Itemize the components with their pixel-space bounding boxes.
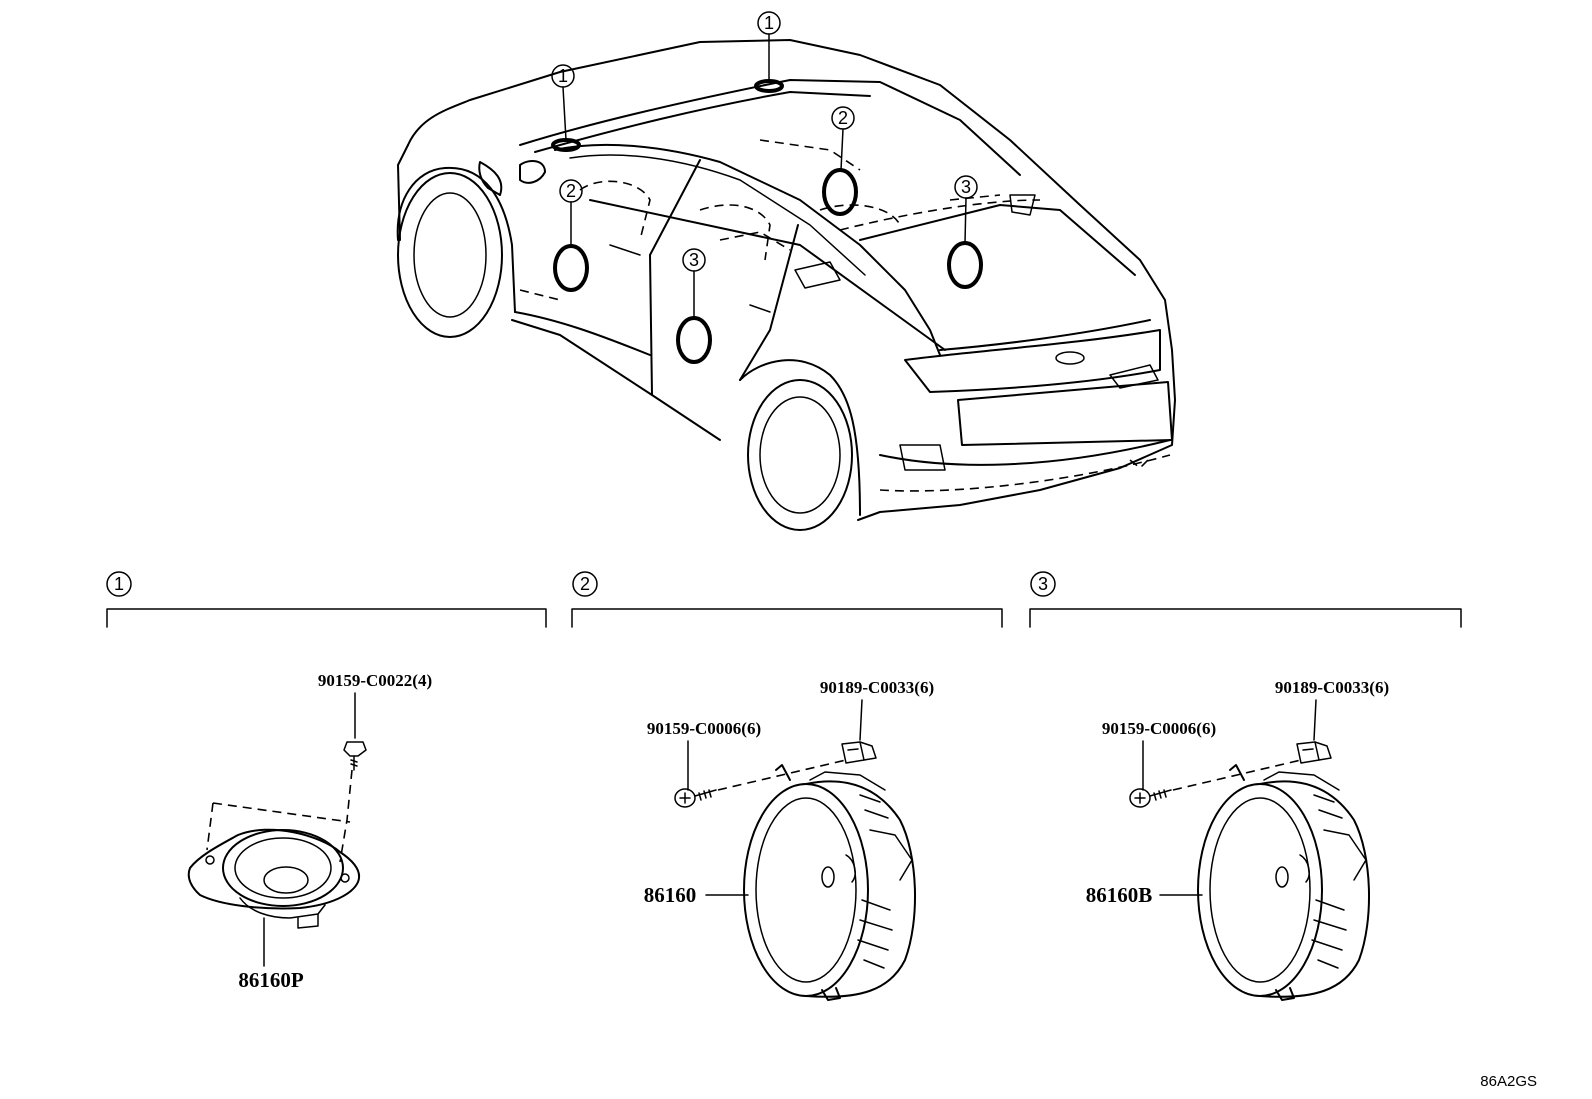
vehicle-callouts: 1 1 2 2 3 3 [551, 11, 978, 319]
callout-2-right-label: 2 [838, 108, 848, 128]
group-1-part-label: 86160P [238, 968, 304, 992]
group-2-fastener-a-label: 90159-C0006(6) [647, 719, 761, 738]
rear-door-speaker-right-marker [947, 241, 983, 289]
rear-door-speaker-86160B [1197, 764, 1371, 1001]
callout-1-left [551, 64, 575, 88]
group-2-marker [572, 571, 598, 597]
group-1-marker [106, 571, 132, 597]
tweeter-screw [343, 741, 367, 771]
group-2-speaker: 2 90189-C0033(6) 90159-C0006(6) [571, 571, 1003, 1001]
callout-1-left-label: 1 [558, 66, 568, 86]
diagram-code: 86A2GS [1480, 1073, 1537, 1090]
callout-3-left [682, 248, 706, 272]
vehicle-illustration [396, 39, 1176, 531]
tweeter-speaker-86160P [187, 828, 360, 929]
callout-3-right-label: 3 [961, 177, 971, 197]
group-1-number: 1 [114, 574, 124, 594]
callout-3-right [954, 175, 978, 199]
callout-2-right [831, 106, 855, 130]
group-3-bracket [1029, 608, 1462, 628]
group-1-fastener-label: 90159-C0022(4) [318, 671, 432, 690]
group-3-screw [1129, 788, 1172, 808]
group-2-number: 2 [580, 574, 590, 594]
tweeter-front-right-marker [754, 79, 784, 93]
callout-1-right [757, 11, 781, 35]
vehicle-speaker-markers [551, 79, 983, 364]
group-2-clip-nut [841, 741, 877, 764]
group-3-fastener-a-label: 90159-C0006(6) [1102, 719, 1216, 738]
group-3-clip-nut [1296, 741, 1332, 764]
group-3-number: 3 [1038, 574, 1048, 594]
group-1-tweeter: 1 90159-C0022(4) 86160P [106, 571, 547, 992]
callout-3-left-label: 3 [689, 250, 699, 270]
group-3-part-label: 86160B [1086, 883, 1153, 907]
group-3-fastener-b-label: 90189-C0033(6) [1275, 678, 1389, 697]
group-2-part-label: 86160 [644, 883, 697, 907]
group-2-bracket [571, 608, 1003, 628]
group-3-marker [1030, 571, 1056, 597]
front-door-speaker-86160 [743, 764, 917, 1001]
group-2-fastener-b-label: 90189-C0033(6) [820, 678, 934, 697]
rear-door-speaker-left-marker [676, 316, 712, 364]
group-3-speaker: 3 90189-C0033(6) 90159-C0006(6) [1029, 571, 1462, 1001]
group-2-screw [674, 788, 717, 808]
callout-1-right-label: 1 [764, 13, 774, 33]
callout-2-left-label: 2 [566, 181, 576, 201]
callout-2-left [559, 179, 583, 203]
front-door-speaker-right-marker [822, 168, 858, 216]
front-door-speaker-left-marker [553, 244, 589, 292]
group-1-bracket [106, 608, 547, 628]
